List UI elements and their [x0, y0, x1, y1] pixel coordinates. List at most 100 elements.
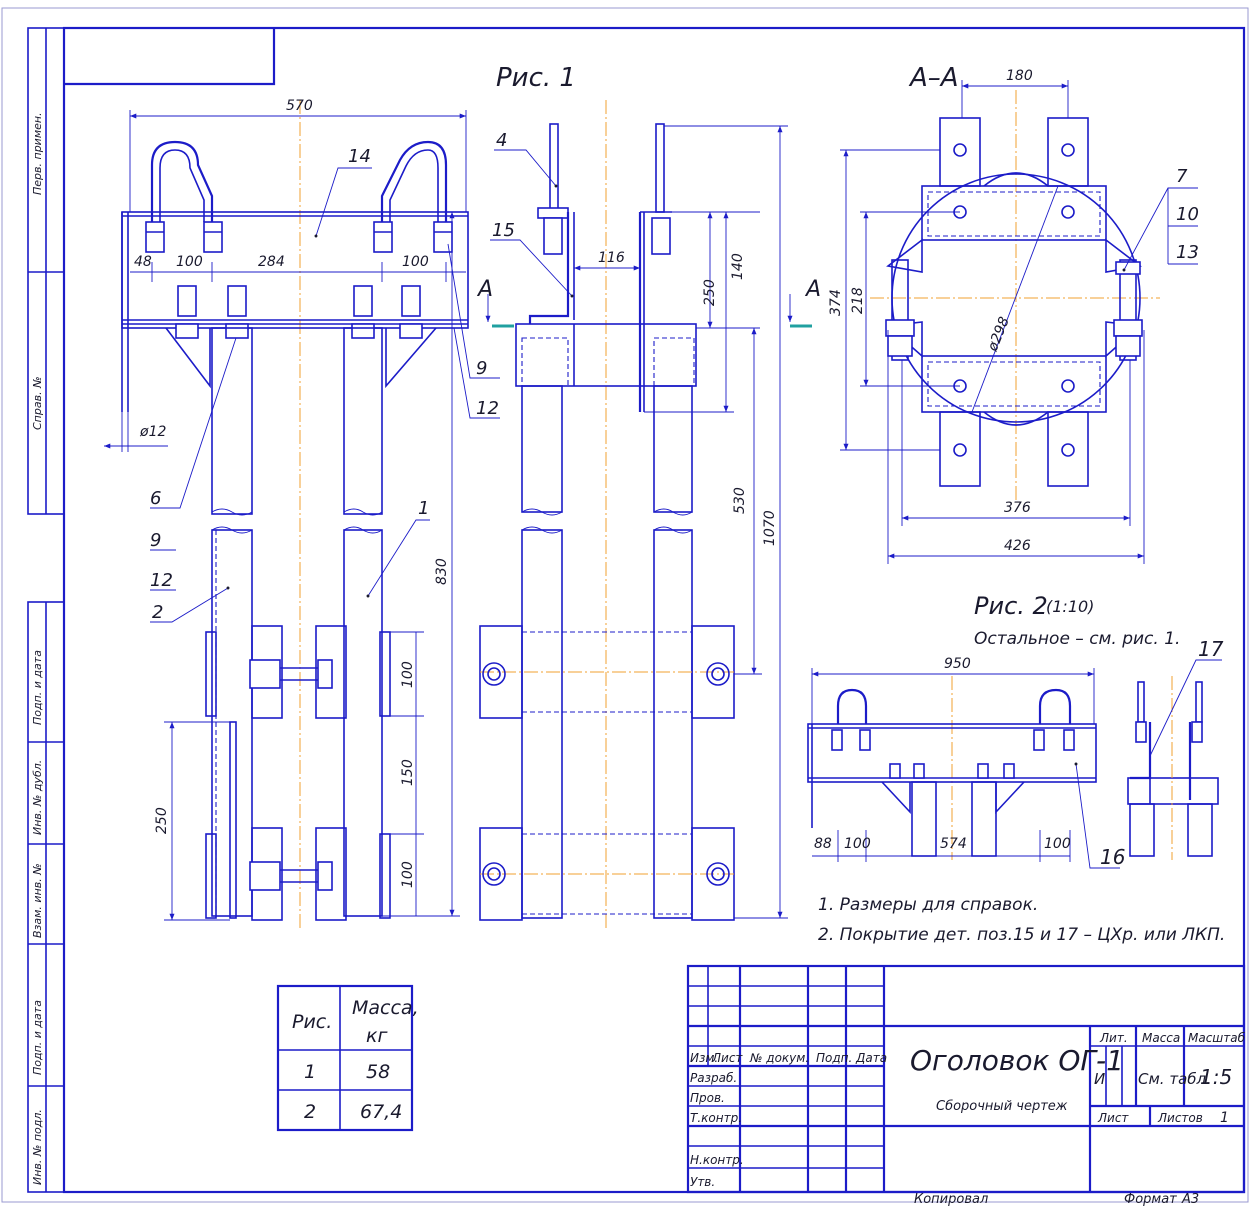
- tb-col-list: Лист: [711, 1051, 743, 1065]
- dim-88: 88: [814, 836, 832, 852]
- tb-col-sign: Подп.: [816, 1051, 852, 1065]
- tb-role-checked: Пров.: [690, 1091, 725, 1105]
- dim-100-f2b: 100: [1044, 836, 1071, 852]
- dim-530: 530: [732, 487, 748, 514]
- tb-lit-value: И: [1094, 1070, 1105, 1088]
- mass-row-1-fig: 1: [304, 1061, 316, 1083]
- dim-830: 830: [434, 558, 450, 585]
- fig2-labels: Рис. 2 (1:10) Остальное – см. рис. 1. 95…: [814, 592, 1224, 869]
- callout-15: 15: [492, 220, 515, 241]
- tb-scale-value: 1:5: [1200, 1065, 1232, 1089]
- tb-col-izm: Изм.: [690, 1051, 718, 1065]
- fig2-title: Рис. 2: [974, 592, 1048, 620]
- title-block-labels: Изм. Лист № докум. Подп. Дата Разраб. Пр…: [690, 1031, 1246, 1206]
- callout-12-b: 12: [150, 570, 173, 591]
- tb-sheet-label: Лист: [1097, 1111, 1129, 1125]
- dim-180: 180: [1006, 68, 1033, 84]
- dim-100-f2a: 100: [844, 836, 871, 852]
- callout-4: 4: [496, 130, 507, 151]
- fig1-front-view: [104, 100, 500, 930]
- sidebar-label-6: Инв. № подл.: [31, 1109, 44, 1185]
- mass-header-fig: Рис.: [292, 1011, 332, 1033]
- dim-374: 374: [828, 289, 844, 316]
- callout-9: 9: [476, 358, 487, 379]
- dim-250-a: 250: [702, 279, 718, 306]
- section-a-a: [840, 80, 1198, 564]
- note-1: 1. Размеры для справок.: [818, 895, 1038, 915]
- mass-header-mass: Масса,: [352, 997, 419, 1019]
- tb-title: Оголовок ОГ-1: [910, 1044, 1124, 1077]
- callout-14: 14: [348, 146, 371, 167]
- technical-notes: 1. Размеры для справок. 2. Покрытие дет.…: [818, 895, 1225, 945]
- tb-format: Формат: [1124, 1192, 1177, 1206]
- tb-role-ncontrol: Н.контр.: [690, 1153, 744, 1167]
- tb-sheets-label: Листов: [1157, 1111, 1203, 1125]
- callout-16: 16: [1100, 845, 1125, 869]
- callout-9-b: 9: [150, 530, 161, 551]
- section-title: А–А: [908, 63, 959, 93]
- mass-row-1-value: 58: [366, 1061, 390, 1083]
- callout-13: 13: [1176, 242, 1199, 263]
- sidebar-label-5: Подп. и дата: [31, 1000, 44, 1075]
- dim-1070: 1070: [762, 510, 778, 546]
- sidebar-labels: Перв. примен. Справ. № Подп. и дата Инв.…: [31, 112, 44, 1185]
- dim-100-c: 100: [400, 661, 416, 688]
- tb-role-tcontrol: Т.контр.: [690, 1111, 742, 1125]
- tb-copied: Копировал: [914, 1192, 988, 1206]
- fig2-note: Остальное – см. рис. 1.: [974, 629, 1180, 649]
- dim-298: ø298: [984, 315, 1012, 355]
- note-2: 2. Покрытие дет. поз.15 и 17 – ЦХр. или …: [818, 925, 1225, 945]
- dim-116: 116: [598, 250, 625, 266]
- sidebar-label-0: Перв. примен.: [31, 112, 44, 195]
- dim-100-d: 100: [400, 861, 416, 888]
- tb-format-value: А3: [1181, 1192, 1199, 1206]
- title-block: [686, 964, 1246, 1194]
- cut-label-a-left: А: [476, 277, 493, 302]
- tb-subtitle: Сборочный чертеж: [936, 1099, 1068, 1114]
- fig1-front-labels: Рис. 1 570 48 100 284 100 ø12 830 100 15…: [134, 63, 576, 888]
- callout-12: 12: [476, 398, 499, 419]
- dim-48: 48: [134, 254, 152, 270]
- callout-2: 2: [152, 602, 163, 623]
- mass-table: [276, 984, 414, 1132]
- dim-100-b: 100: [402, 254, 429, 270]
- tb-role-developer: Разраб.: [690, 1071, 737, 1085]
- fig1-side-view: [479, 100, 812, 930]
- dim-570: 570: [286, 98, 313, 114]
- tb-mass-label: Масса: [1142, 1031, 1180, 1045]
- dim-574: 574: [940, 836, 967, 852]
- sidebar-label-3: Инв. № дубл.: [31, 760, 44, 835]
- callout-7: 7: [1176, 166, 1188, 187]
- cut-label-a-right: А: [804, 277, 821, 302]
- dim-284: 284: [258, 254, 285, 270]
- fig2-scale: (1:10): [1046, 597, 1094, 616]
- tb-role-approved: Утв.: [690, 1175, 715, 1189]
- dim-218: 218: [850, 287, 866, 314]
- dim-376: 376: [1004, 500, 1031, 516]
- dim-950: 950: [944, 656, 971, 672]
- callout-17: 17: [1198, 637, 1224, 661]
- dim-250-b: 250: [154, 807, 170, 834]
- dim-phi12: ø12: [139, 424, 166, 440]
- callout-1: 1: [418, 498, 429, 519]
- mass-table-labels: Рис. Масса, кг 1 58 2 67,4: [292, 997, 419, 1123]
- mass-row-2-value: 67,4: [360, 1101, 402, 1123]
- tb-mass-value: См. табл.: [1138, 1070, 1211, 1088]
- fig1-title: Рис. 1: [496, 63, 576, 93]
- callout-6: 6: [150, 488, 161, 509]
- callout-10: 10: [1176, 204, 1199, 225]
- tb-sheets-value: 1: [1220, 1110, 1229, 1126]
- tb-scale-label: Масштаб: [1188, 1031, 1246, 1045]
- sidebar-label-4: Взам. инв. №: [31, 863, 44, 938]
- mass-row-2-fig: 2: [304, 1101, 316, 1123]
- tb-col-date: Дата: [855, 1051, 887, 1065]
- fig1-side-labels: 116 250 140 530 1070 4 15 А А: [476, 130, 821, 546]
- tb-lit-label: Лит.: [1099, 1031, 1128, 1045]
- section-a-a-labels: А–А 180 374 218 ø298 376 426 7 10 13: [828, 63, 1199, 554]
- dim-426: 426: [1004, 538, 1031, 554]
- mass-header-unit: кг: [366, 1025, 388, 1047]
- drawing-frame: [1, 7, 1249, 1203]
- tb-col-doc: № докум.: [749, 1051, 809, 1065]
- sidebar-label-1: Справ. №: [31, 376, 44, 430]
